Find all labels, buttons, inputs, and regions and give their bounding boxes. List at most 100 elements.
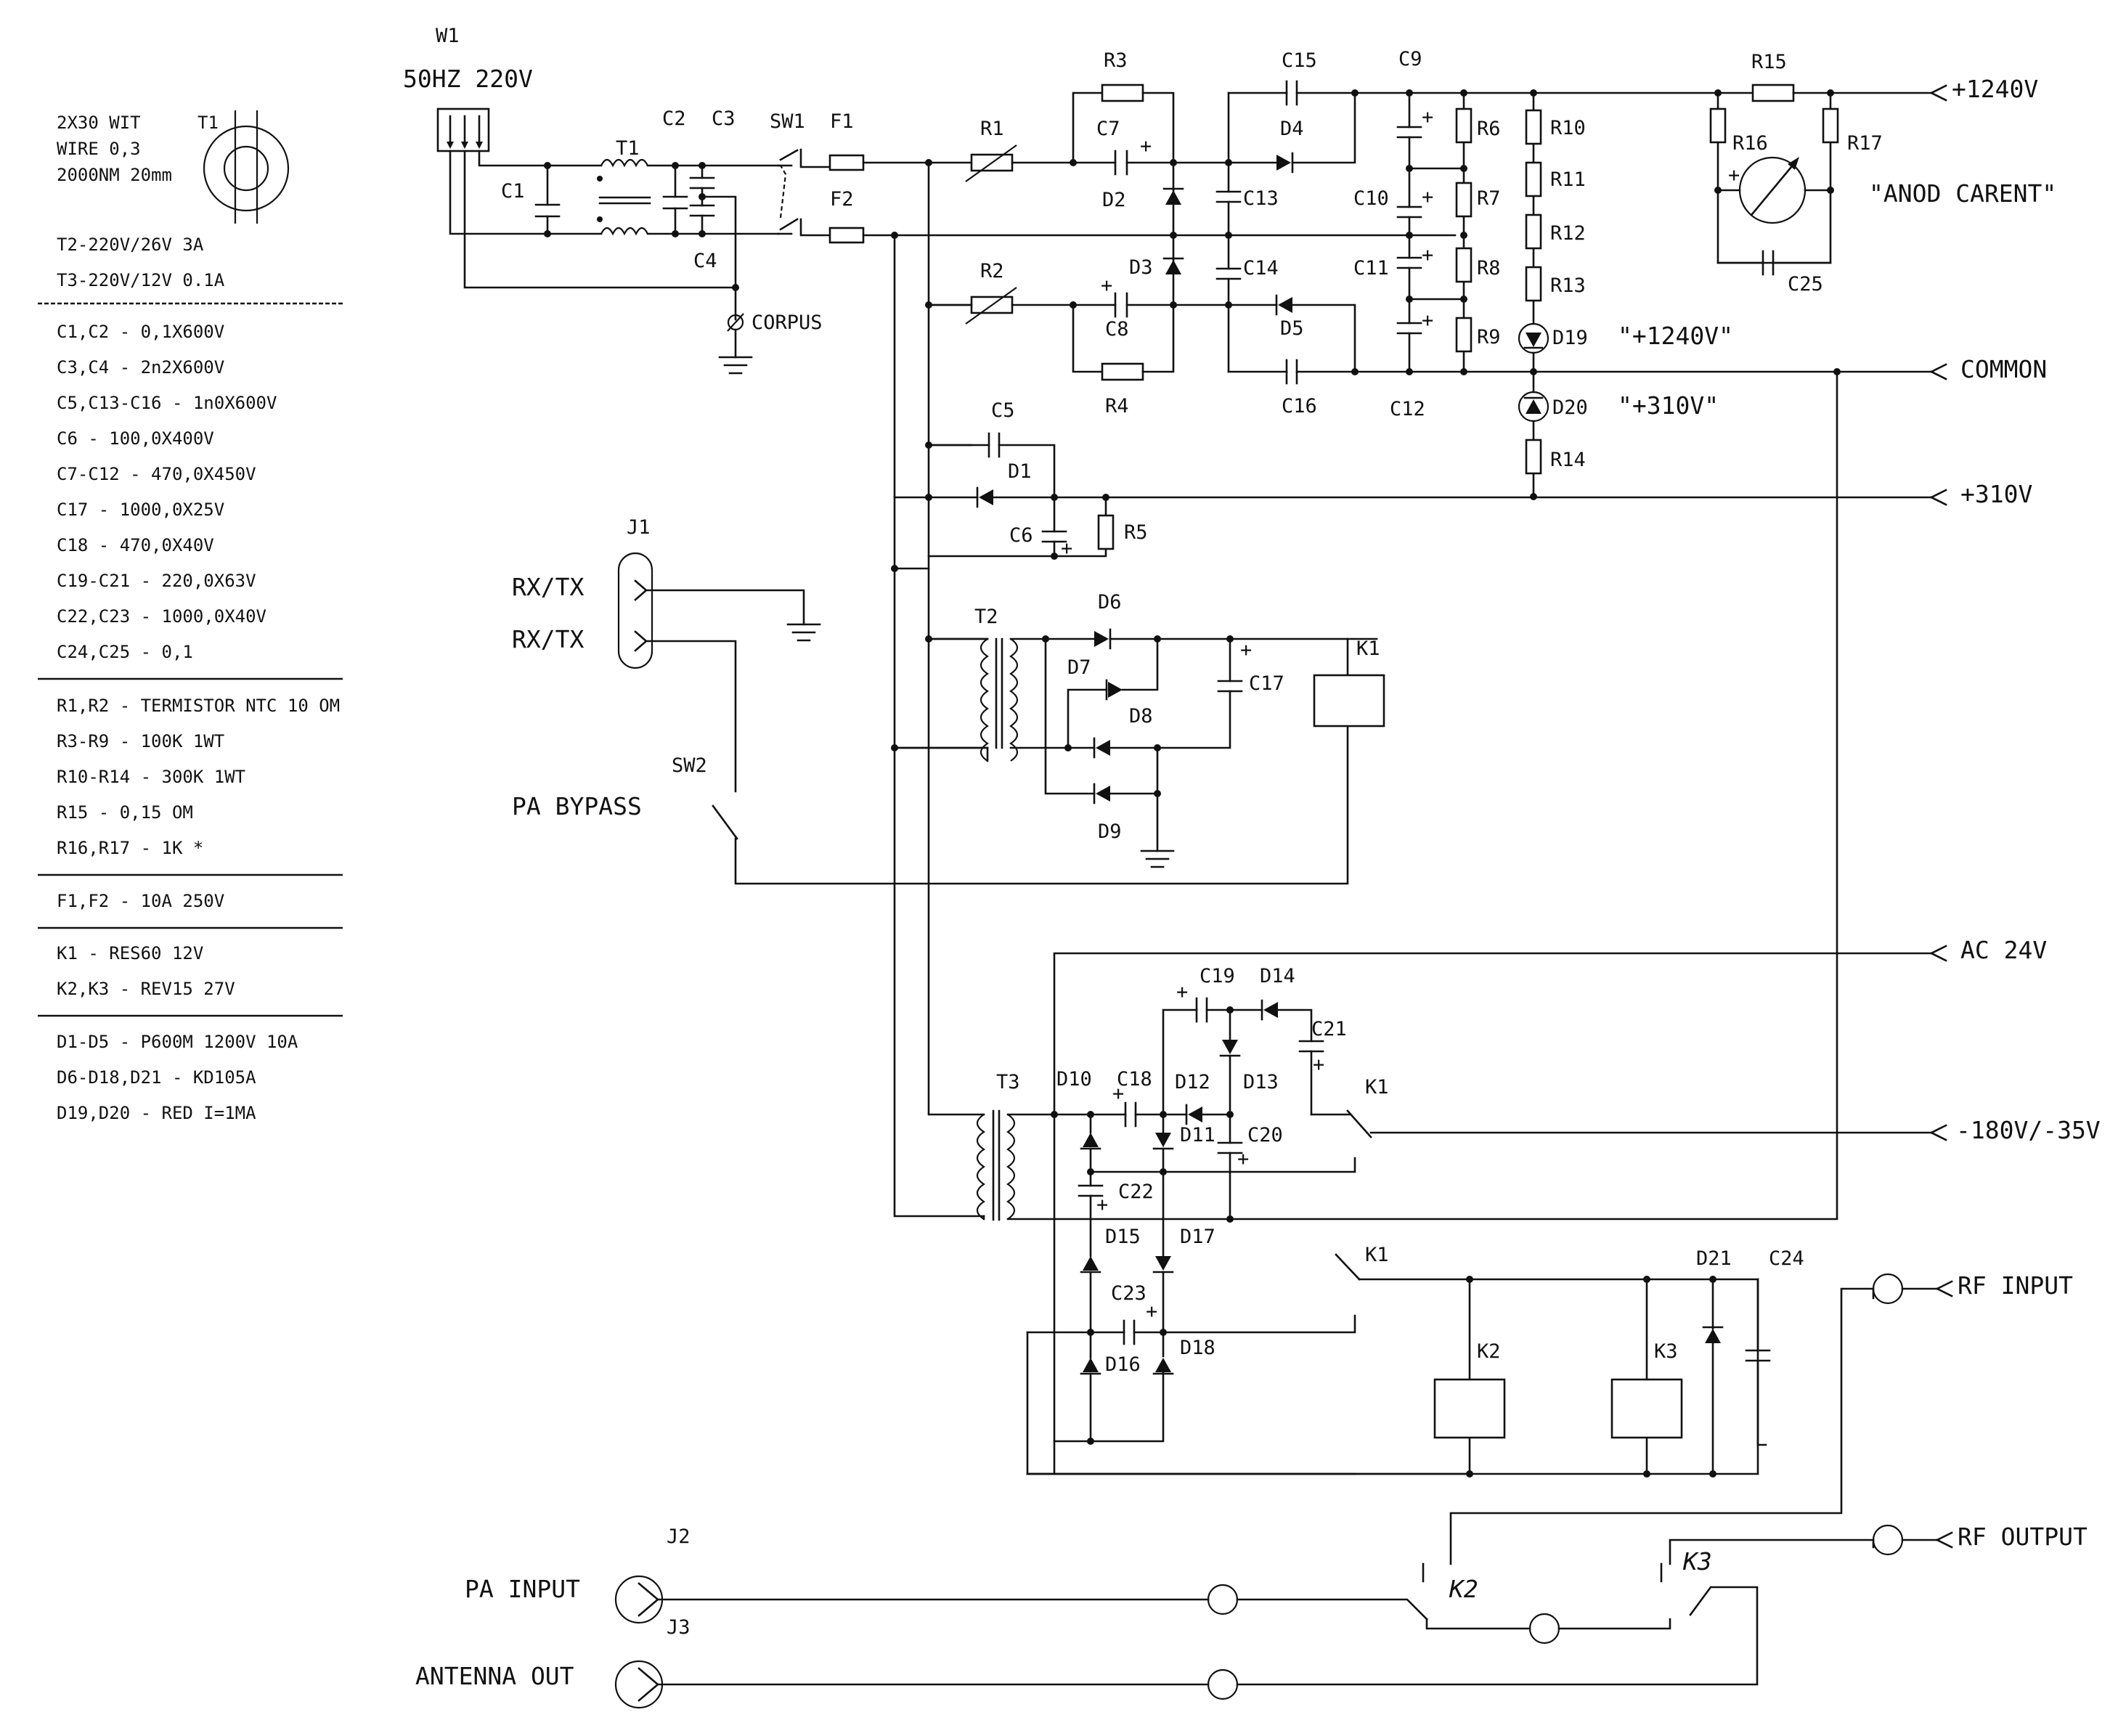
r15-label: R15 xyxy=(1751,51,1787,73)
ground-icon xyxy=(718,356,753,375)
bom-resistor-line: R16,R17 - 1K * xyxy=(57,838,203,858)
c19-label: C19 xyxy=(1200,965,1235,987)
bom-capacitor-line: C19-C21 - 220,0X63V xyxy=(57,571,256,591)
j3-label: J3 xyxy=(667,1616,691,1639)
c8-label: C8 xyxy=(1105,318,1129,341)
d6-label: D6 xyxy=(1098,591,1122,614)
svg-text:+: + xyxy=(1176,981,1188,1003)
corpus-label: CORPUS xyxy=(752,311,823,334)
t3-bias-supply: T3 AC 24V + C18 D10 + C22 D15 D xyxy=(976,370,2101,1478)
rxtx-label-1: RX/TX xyxy=(512,573,584,601)
output-plus1240: +1240V xyxy=(1952,75,2038,103)
bom-capacitor-line: C6 - 100,0X400V xyxy=(57,428,214,449)
r12-label: R12 xyxy=(1550,222,1586,245)
bom-capacitor-line: C24,C25 - 0,1 xyxy=(57,642,193,662)
t3-spec: T3-220V/12V 0.1A xyxy=(57,270,225,290)
bom-capacitor-line: C1,C2 - 0,1X600V xyxy=(57,322,224,342)
bom-capacitor-line: C18 - 470,0X40V xyxy=(57,535,214,555)
r14-label: R14 xyxy=(1550,449,1586,471)
bom-fuses: F1,F2 - 10A 250V xyxy=(38,891,343,929)
c22-label: C22 xyxy=(1118,1181,1154,1203)
d11-label: D11 xyxy=(1180,1124,1215,1146)
f1-label: F1 xyxy=(830,110,854,133)
svg-text:+: + xyxy=(1422,106,1433,129)
d5-label: D5 xyxy=(1280,317,1304,340)
bom-capacitor-line: C3,C4 - 2n2X600V xyxy=(57,357,224,378)
bom-relay-line: K1 - RES60 12V xyxy=(57,943,203,963)
bom-capacitor-line: C22,C23 - 1000,0X40V xyxy=(57,606,266,627)
r1-label: R1 xyxy=(980,118,1004,140)
t1-core-label: T1 xyxy=(197,113,219,133)
svg-text:+: + xyxy=(1140,135,1152,158)
c20-label: C20 xyxy=(1247,1124,1283,1146)
bom-relay-line: K2,K3 - REV15 27V xyxy=(57,979,235,999)
t3-label: T3 xyxy=(996,1071,1020,1093)
bom-resistor-line: R15 - 0,15 OM xyxy=(57,802,193,823)
output-neg180: -180V/-35V xyxy=(1956,1116,2101,1144)
svg-text:+: + xyxy=(1061,537,1072,560)
t2-label: T2 xyxy=(974,606,998,628)
d8-label: D8 xyxy=(1129,705,1153,728)
d16-label: D16 xyxy=(1105,1353,1141,1376)
bom-relays: K1 - RES60 12V K2,K3 - REV15 27V xyxy=(38,943,343,1017)
d4-label: D4 xyxy=(1280,118,1304,140)
c23-label: C23 xyxy=(1111,1282,1147,1305)
sw1-label: SW1 xyxy=(770,110,805,133)
c1-label: C1 xyxy=(501,180,525,203)
r4-label: R4 xyxy=(1105,395,1129,417)
r8-label: R8 xyxy=(1477,257,1501,280)
control-section: J1 RX/TX RX/TX SW2 PA BYPASS xyxy=(512,516,1349,885)
winding-note-2: WIRE 0,3 xyxy=(57,139,141,159)
bom-resistor-line: R10-R14 - 300K 1WT xyxy=(57,767,245,787)
f2-label: F2 xyxy=(830,188,854,211)
r7-label: R7 xyxy=(1477,187,1501,210)
mains-input-section: W1 50HZ 220V C1 T1 xyxy=(403,25,865,375)
c7-label: C7 xyxy=(1096,118,1120,140)
c14-label: C14 xyxy=(1243,257,1279,280)
d15-label: D15 xyxy=(1105,1226,1141,1248)
led-310-annotation: "+310V" xyxy=(1618,391,1719,420)
plus310-section: C5 D1 C6 + R5 +310V xyxy=(927,399,2032,560)
d21-label: D21 xyxy=(1696,1247,1732,1270)
c3-label: C3 xyxy=(712,107,736,130)
winding-note-3: 2000NM 20mm xyxy=(57,165,172,185)
svg-text:+: + xyxy=(1237,1148,1249,1170)
output-ac24: AC 24V xyxy=(1960,936,2047,964)
bom-resistor-line: R3-R9 - 100K 1WT xyxy=(57,731,224,751)
d20-label: D20 xyxy=(1552,396,1588,419)
c6-label: C6 xyxy=(1009,524,1033,547)
t2-relay-supply: T2 + D6 D7 D8 D9 C17 K1 xyxy=(893,591,1385,868)
t1-core-icon xyxy=(203,110,290,224)
bom-capacitor-line: C5,C13-C16 - 1n0X600V xyxy=(57,393,277,413)
t1-choke-label: T1 xyxy=(616,137,640,160)
c10-label: C10 xyxy=(1353,187,1389,210)
bom-resistor-line: R1,R2 - TERMISTOR NTC 10 OM xyxy=(57,696,340,716)
k1-drive-contact-label: K1 xyxy=(1365,1244,1389,1266)
anod-current-annotation: "ANOD CARENT" xyxy=(1869,179,2056,208)
svg-text:+: + xyxy=(1096,1194,1108,1216)
svg-text:+: + xyxy=(1240,639,1252,661)
c21-label: C21 xyxy=(1311,1018,1347,1040)
mains-voltage-label: 50HZ 220V xyxy=(403,65,533,93)
hv-doubler-section: R1 R2 R3 C7 + R4 C8 + D2 D3 xyxy=(927,48,2056,500)
d17-label: D17 xyxy=(1180,1226,1215,1248)
k1-coil-label: K1 xyxy=(1356,637,1380,660)
d12-label: D12 xyxy=(1175,1071,1210,1093)
bom-resistors: R1,R2 - TERMISTOR NTC 10 OM R3-R9 - 100K… xyxy=(38,696,343,876)
r10-label: R10 xyxy=(1550,117,1586,139)
bom-fuse-line: F1,F2 - 10A 250V xyxy=(57,891,224,911)
w1-label: W1 xyxy=(436,25,460,47)
svg-text:+: + xyxy=(1313,1054,1324,1076)
rf-input-label: RF INPUT xyxy=(1958,1271,2073,1300)
j1-label: J1 xyxy=(627,516,651,539)
c18-label: C18 xyxy=(1117,1068,1152,1091)
c4-label: C4 xyxy=(693,250,717,272)
c5-label: C5 xyxy=(991,399,1015,422)
d1-label: D1 xyxy=(1008,460,1032,483)
rf-path-section: RF INPUT RF OUTPUT J2 PA INPUT J3 ANTENN… xyxy=(415,1271,2088,1709)
c12-label: C12 xyxy=(1390,398,1425,420)
pa-bypass-label: PA BYPASS xyxy=(512,792,642,820)
rf-output-label: RF OUTPUT xyxy=(1958,1523,2088,1551)
r13-label: R13 xyxy=(1550,274,1586,297)
